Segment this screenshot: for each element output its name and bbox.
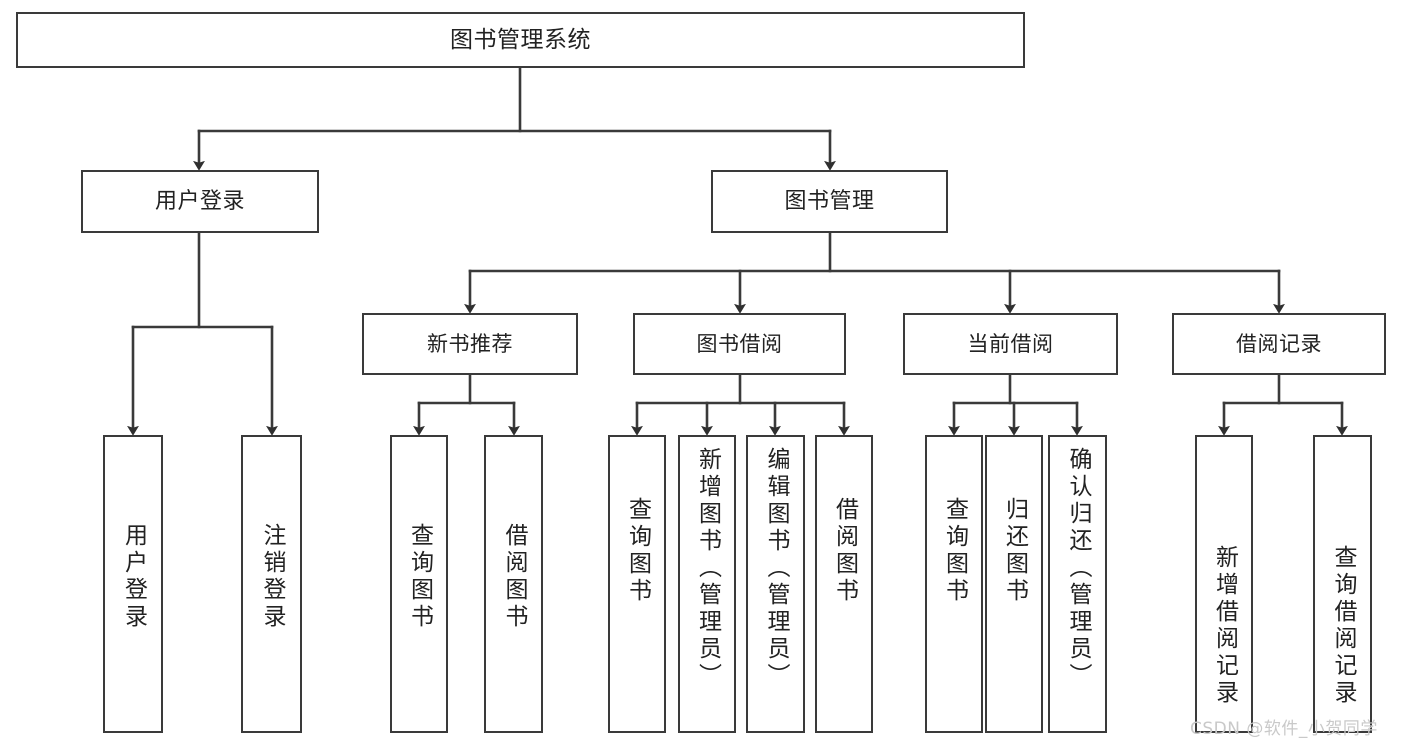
leaf-confirm-return-admin[interactable]: 确认归还（管理员） (1048, 435, 1107, 733)
node-book-management[interactable]: 图书管理 (711, 170, 948, 233)
leaf-query-book-new[interactable]: 查询图书 (390, 435, 448, 733)
node-new-book-recommend-label: 新书推荐 (427, 331, 513, 356)
leaf-add-book-admin-label: 新增图书（管理员） (694, 447, 721, 690)
node-borrow-record-label: 借阅记录 (1236, 331, 1322, 356)
node-user-login-label: 用户登录 (154, 188, 245, 214)
leaf-edit-book-admin[interactable]: 编辑图书（管理员） (746, 435, 805, 733)
leaf-query-borrow-record-label: 查询借阅记录 (1330, 545, 1356, 707)
leaf-query-book-current[interactable]: 查询图书 (925, 435, 983, 733)
node-book-management-label: 图书管理 (784, 188, 875, 214)
node-root-label: 图书管理系统 (450, 26, 591, 53)
leaf-logout-label: 注销登录 (259, 523, 285, 631)
leaf-logout[interactable]: 注销登录 (241, 435, 302, 733)
leaf-confirm-return-admin-label: 确认归还（管理员） (1065, 447, 1091, 690)
leaf-borrow-book-borrow[interactable]: 借阅图书 (815, 435, 873, 733)
node-root[interactable]: 图书管理系统 (16, 12, 1025, 68)
leaf-query-book-borrow-label: 查询图书 (624, 497, 651, 605)
node-new-book-recommend[interactable]: 新书推荐 (362, 313, 578, 375)
leaf-return-book[interactable]: 归还图书 (985, 435, 1043, 733)
leaf-query-book-current-label: 查询图书 (941, 497, 968, 605)
leaf-query-borrow-record[interactable]: 查询借阅记录 (1313, 435, 1372, 733)
node-borrow-record[interactable]: 借阅记录 (1172, 313, 1386, 375)
node-book-borrow[interactable]: 图书借阅 (633, 313, 846, 375)
node-current-borrow[interactable]: 当前借阅 (903, 313, 1118, 375)
leaf-user-login-label: 用户登录 (120, 523, 147, 631)
node-book-borrow-label: 图书借阅 (696, 331, 783, 356)
node-user-login[interactable]: 用户登录 (81, 170, 319, 233)
leaf-edit-book-admin-label: 编辑图书（管理员） (763, 447, 789, 690)
leaf-borrow-book-borrow-label: 借阅图书 (831, 497, 858, 605)
node-current-borrow-label: 当前借阅 (967, 331, 1054, 356)
leaf-return-book-label: 归还图书 (1001, 497, 1028, 605)
csdn-watermark: CSDN @软件_小贺同学 (1190, 719, 1378, 739)
leaf-borrow-book-new-label: 借阅图书 (501, 523, 527, 631)
leaf-add-book-admin[interactable]: 新增图书（管理员） (678, 435, 736, 733)
leaf-borrow-book-new[interactable]: 借阅图书 (484, 435, 543, 733)
leaf-user-login[interactable]: 用户登录 (103, 435, 163, 733)
leaf-add-borrow-record[interactable]: 新增借阅记录 (1195, 435, 1253, 733)
leaf-query-book-new-label: 查询图书 (406, 523, 433, 631)
leaf-add-borrow-record-label: 新增借阅记录 (1211, 545, 1238, 707)
leaf-query-book-borrow[interactable]: 查询图书 (608, 435, 666, 733)
